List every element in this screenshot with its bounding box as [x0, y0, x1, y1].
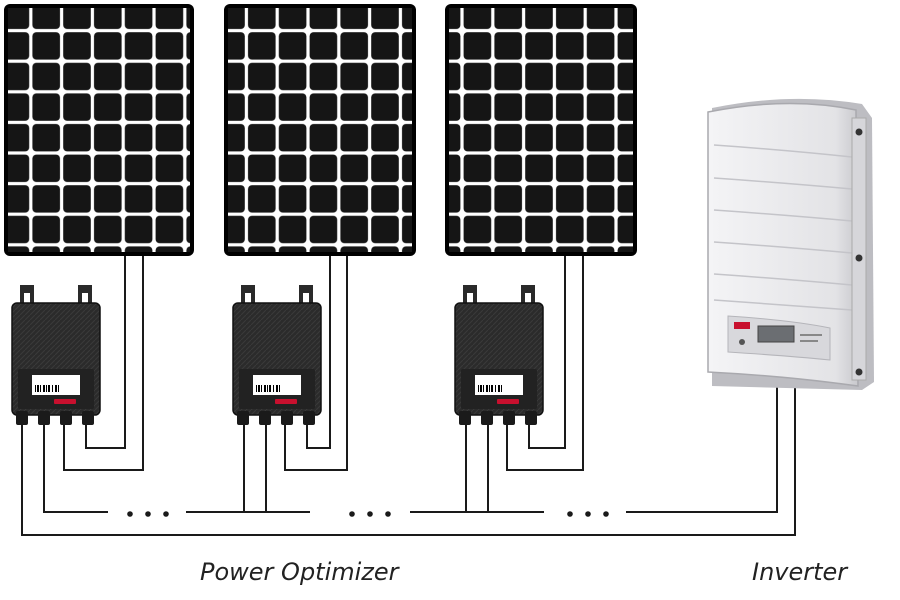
cabling: [21, 252, 796, 536]
caption-inverter: Inverter: [752, 558, 848, 586]
cable-panel-1-a: [85, 252, 126, 449]
power-optimizer-2: [232, 285, 322, 425]
power-optimizer-1: [11, 285, 101, 425]
caption-power-optimizer: Power Optimizer: [200, 558, 399, 586]
cable-opt2-in: [243, 425, 310, 513]
cable-opt3-in: [465, 425, 544, 513]
cable-panel-3-b: [506, 252, 584, 471]
dots-icon: [127, 511, 609, 517]
solar-panel-2: [224, 4, 416, 256]
power-optimizer-3: [454, 285, 544, 425]
cable-opt1-out: [43, 425, 108, 513]
cable-panel-2-a: [306, 252, 331, 449]
cable-home-run: [21, 382, 796, 536]
solar-panel-1: [4, 4, 194, 256]
cable-panel-2-b: [284, 252, 348, 471]
solar-panel-3: [445, 4, 637, 256]
cable-panel-1-b: [63, 252, 144, 471]
inverter: [707, 98, 874, 390]
cable-panel-3-a: [528, 252, 566, 449]
cable-chain-2: [410, 425, 489, 513]
cable-chain-3: [626, 382, 778, 513]
cable-chain-1: [186, 425, 267, 513]
